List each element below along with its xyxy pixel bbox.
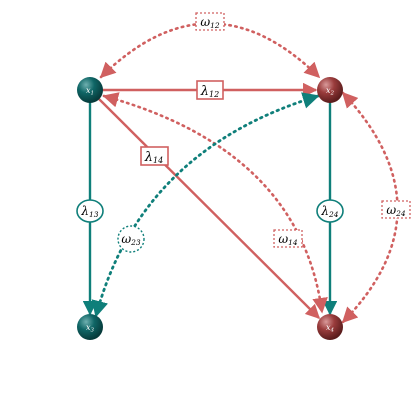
label-lambda14: λ14 (140, 146, 169, 166)
svg-text:ω24: ω24 (386, 203, 406, 218)
omega24-subscript: 24 (395, 209, 406, 218)
svg-text:λ24: λ24 (320, 204, 338, 219)
edge-omega14 (102, 92, 328, 314)
node-x2: x2 (317, 77, 343, 103)
lambda14-symbol: λ (144, 150, 153, 165)
omega12-subscript: 12 (210, 21, 220, 30)
label-omega23: ω23 (117, 225, 145, 253)
omega14-subscript: 14 (288, 238, 298, 247)
svg-text:x1: x1 (86, 86, 94, 97)
node-x1-subscript: 1 (91, 91, 95, 97)
label-omega24: ω24 (381, 200, 411, 219)
node-x2-label: x (326, 86, 331, 95)
label-omega14: ω14 (273, 229, 303, 248)
lambda24-symbol: λ (320, 204, 329, 218)
node-x4-label: x (326, 323, 331, 332)
node-x3-label: x (86, 323, 91, 332)
edge-omega12 (99, 22, 321, 79)
omega14-symbol: ω (278, 232, 288, 246)
svg-text:ω12: ω12 (200, 15, 220, 30)
omega23-subscript: 23 (130, 238, 141, 247)
svg-text:λ13: λ13 (80, 204, 98, 219)
label-lambda24: λ24 (316, 199, 344, 223)
label-lambda12: λ12 (196, 80, 224, 100)
lambda12-subscript: 12 (209, 90, 219, 99)
lambda12-symbol: λ (200, 84, 209, 99)
node-x4-subscript: 4 (330, 328, 335, 334)
lambda24-subscript: 24 (328, 210, 339, 219)
svg-text:x4: x4 (326, 323, 335, 334)
svg-text:ω23: ω23 (121, 232, 141, 247)
node-x1: x1 (77, 77, 103, 103)
label-lambda13: λ13 (76, 199, 104, 223)
node-x2-subscript: 2 (330, 91, 335, 97)
edge-omega23 (91, 92, 320, 318)
svg-text:x3: x3 (86, 323, 95, 334)
lambda13-symbol: λ (80, 204, 89, 218)
node-x3: x3 (77, 314, 103, 340)
lambda14-subscript: 14 (153, 156, 163, 165)
omega23-symbol: ω (121, 232, 131, 246)
edge-lambda14 (98, 98, 321, 320)
label-omega12: ω12 (195, 12, 225, 31)
svg-text:λ14: λ14 (144, 150, 163, 165)
omega24-symbol: ω (386, 203, 396, 217)
lambda13-subscript: 13 (89, 210, 99, 219)
svg-text:λ12: λ12 (200, 84, 219, 99)
svg-text:ω14: ω14 (278, 232, 298, 247)
svg-text:x2: x2 (326, 86, 335, 97)
node-x1-label: x (86, 86, 91, 95)
node-x3-subscript: 3 (91, 328, 95, 334)
omega12-symbol: ω (200, 15, 210, 29)
node-x4: x4 (317, 314, 343, 340)
